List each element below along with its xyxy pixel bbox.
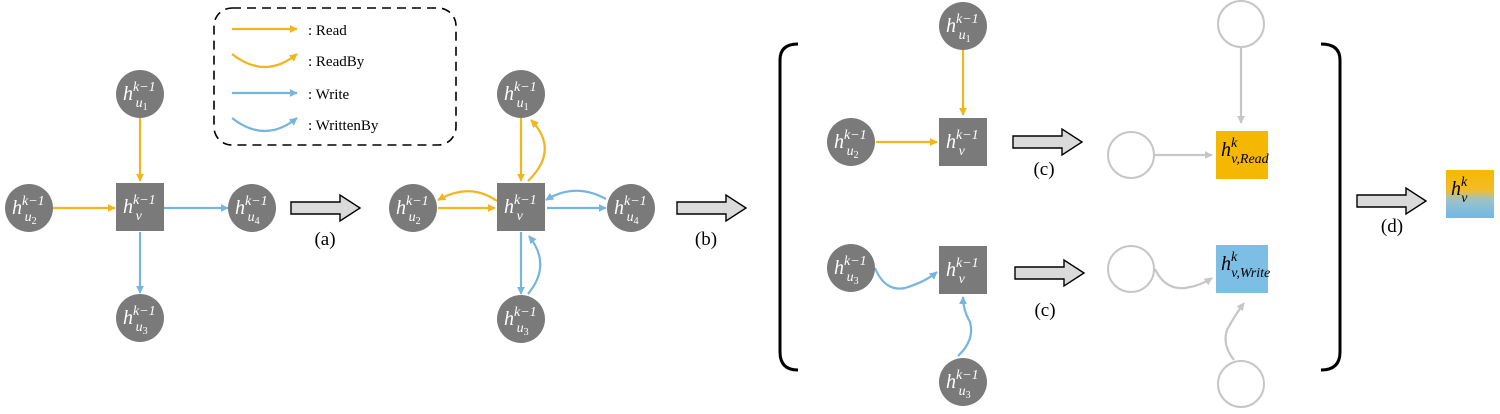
panel-bidirectional-graph — [437, 118, 607, 295]
step-arrow-c-bottom — [1014, 258, 1086, 288]
legend-write-label: : Write — [308, 87, 350, 103]
p3-node-u3 — [827, 244, 875, 292]
p3-node-u1 — [939, 2, 987, 50]
p2-node-u1 — [497, 70, 545, 118]
p3-node-v-top — [939, 118, 987, 166]
edge2-writtenby-u4-v — [545, 189, 607, 201]
final-result-box — [1446, 170, 1494, 218]
write-result-box — [1216, 245, 1268, 293]
p2-node-v — [497, 183, 545, 231]
ghost-node-bottom — [1217, 360, 1265, 408]
step-arrow-b — [676, 193, 748, 223]
p1-node-u2 — [5, 184, 53, 232]
p1-node-u1 — [116, 70, 164, 118]
p2-node-u3 — [497, 295, 545, 343]
panel-original-graph — [53, 118, 229, 294]
step-arrow-a — [290, 193, 362, 223]
step-label-a: (a) — [314, 229, 335, 250]
read-result-box — [1216, 131, 1268, 179]
legend: : Read : ReadBy : Write : WrittenBy — [213, 7, 457, 146]
edge2-readby-v-u2 — [437, 190, 498, 202]
p2-node-u2 — [389, 184, 437, 232]
edge3-write-u3-v — [873, 267, 938, 290]
p1-node-v — [116, 183, 164, 231]
step-label-c-bottom: (c) — [1034, 300, 1055, 321]
ghost-node-left-top — [1107, 131, 1155, 179]
p1-node-u3 — [116, 294, 164, 342]
ghost-edge-left-bottom — [1154, 268, 1213, 290]
edge2-writtenby-u3-v — [527, 235, 542, 295]
legend-writtenby-label: : WrittenBy — [308, 118, 379, 134]
step-label-d: (d) — [1381, 216, 1403, 237]
legend-readby-arrow — [231, 53, 298, 68]
p2-node-u4 — [607, 184, 655, 232]
legend-writtenby-arrow — [231, 117, 298, 132]
edge2-readby-v-u1 — [527, 119, 546, 182]
step-label-c-top: (c) — [1033, 159, 1054, 180]
step-label-b: (b) — [695, 229, 717, 250]
edge3-write-u3b-v — [957, 296, 973, 357]
left-bracket — [778, 42, 799, 372]
legend-read-label: : Read — [308, 23, 347, 39]
ghost-node-top — [1217, 0, 1265, 48]
p3-node-u2 — [827, 118, 875, 166]
p1-node-u4 — [228, 184, 276, 232]
ghost-edge-bottom — [1224, 302, 1245, 361]
legend-readby-label: : ReadBy — [308, 54, 365, 70]
right-bracket — [1320, 42, 1342, 372]
p3-node-v-bottom — [939, 246, 987, 294]
panel-split-graphs — [873, 47, 1245, 361]
step-arrow-c-top — [1012, 127, 1084, 157]
step-arrow-d — [1356, 186, 1428, 216]
ghost-node-left-bottom — [1107, 245, 1155, 293]
legend-box — [213, 7, 457, 146]
p3-node-u3b — [939, 358, 987, 406]
